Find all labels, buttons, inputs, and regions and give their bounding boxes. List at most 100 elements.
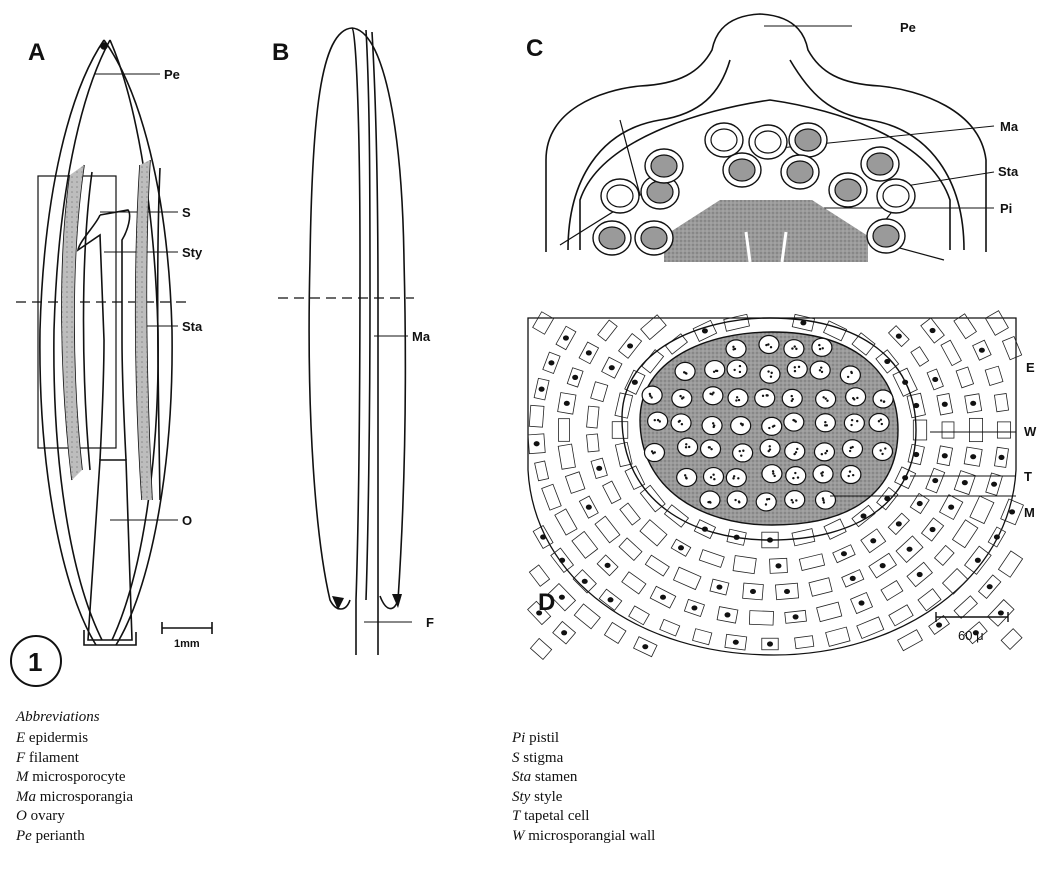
scale-bar-a: 1mm xyxy=(174,638,200,650)
chromatin-dot xyxy=(880,399,882,401)
chromatin-dot xyxy=(742,450,744,452)
panel-c-letter: C xyxy=(526,35,543,62)
nucleus xyxy=(605,563,611,568)
chromatin-dot xyxy=(654,451,656,453)
abbreviation-entry: O ovary xyxy=(16,807,65,826)
nucleus xyxy=(979,348,985,353)
microsporocyte-nucleus xyxy=(840,366,860,384)
microsporocyte-nucleus xyxy=(814,443,834,461)
abbreviation-meaning: microsporangial wall xyxy=(525,828,656,844)
abbreviation-code: Sty xyxy=(512,789,530,805)
microsporocyte-nucleus xyxy=(727,360,747,378)
abbreviations-heading: Abbreviations xyxy=(16,708,100,727)
microsporocyte-nucleus xyxy=(703,468,723,486)
chromatin-dot xyxy=(820,366,822,368)
tissue-cell xyxy=(574,604,600,629)
chromatin-dot xyxy=(819,348,821,350)
nucleus xyxy=(609,365,615,370)
nucleus xyxy=(559,558,565,563)
chromatin-dot xyxy=(682,396,684,398)
nucleus xyxy=(850,576,856,581)
abbreviation-meaning: filament xyxy=(25,750,79,766)
chromatin-dot xyxy=(742,423,744,425)
microsporocyte-nucleus xyxy=(844,414,864,432)
abbreviation-code: M xyxy=(16,769,29,785)
microsporocyte-nucleus xyxy=(784,340,804,358)
nucleus xyxy=(540,534,546,539)
abbreviation-entry: Pi pistil xyxy=(512,729,559,748)
label-pi: Pi xyxy=(1000,201,1012,216)
label-m: M xyxy=(1024,505,1035,520)
chromatin-dot xyxy=(710,448,712,450)
sporangium-core xyxy=(787,161,813,183)
nucleus xyxy=(859,600,865,605)
abbreviation-meaning: style xyxy=(530,789,562,805)
panel-a-letter: A xyxy=(28,39,45,66)
chromatin-dot xyxy=(851,419,853,421)
sporangium-core xyxy=(795,129,821,151)
nucleus xyxy=(767,641,773,646)
microsporocyte-nucleus xyxy=(873,390,893,408)
nucleus xyxy=(998,610,1004,615)
chromatin-dot xyxy=(884,447,886,449)
chromatin-dot xyxy=(879,449,881,451)
nucleus xyxy=(970,401,976,406)
tissue-cell xyxy=(954,596,977,619)
chromatin-dot xyxy=(853,398,855,400)
microsporocyte-nucleus xyxy=(812,338,832,356)
nucleus xyxy=(660,595,666,600)
microsporocyte-nucleus xyxy=(678,438,698,456)
abbreviation-meaning: pistil xyxy=(525,730,559,746)
nucleus xyxy=(642,644,648,649)
abbreviation-entry: S stigma xyxy=(512,749,563,768)
label-o: O xyxy=(182,513,192,528)
abbreviation-code: W xyxy=(512,828,525,844)
panel-b-stamen xyxy=(278,28,414,655)
microsporocyte-nucleus xyxy=(703,387,723,405)
chromatin-dot xyxy=(881,423,883,425)
chromatin-dot xyxy=(848,475,850,477)
chromatin-dot xyxy=(678,421,680,423)
nucleus xyxy=(563,335,569,340)
chromatin-dot xyxy=(688,446,690,448)
chromatin-dot xyxy=(737,477,739,479)
nucleus xyxy=(942,453,948,458)
sporangium-core xyxy=(599,227,625,249)
label-sta-c: Sta xyxy=(998,164,1019,179)
chromatin-dot xyxy=(684,474,686,476)
nucleus xyxy=(994,534,1000,539)
chromatin-dot xyxy=(795,499,797,501)
label-t: T xyxy=(1024,469,1032,484)
chromatin-dot xyxy=(735,399,737,401)
microsporocyte-nucleus xyxy=(760,365,780,383)
chromatin-dot xyxy=(792,501,794,503)
nucleus xyxy=(564,401,570,406)
chromatin-dot xyxy=(732,346,734,348)
nucleus xyxy=(1009,509,1015,514)
chromatin-dot xyxy=(685,446,687,448)
microsporocyte-nucleus xyxy=(733,444,753,462)
nucleus xyxy=(632,380,638,385)
abbreviation-code: Pi xyxy=(512,730,525,746)
nucleus xyxy=(775,563,781,568)
chromatin-dot xyxy=(819,369,821,371)
chromatin-dot xyxy=(825,397,827,399)
abbreviation-entry: T tapetal cell xyxy=(512,807,589,826)
chromatin-dot xyxy=(878,420,880,422)
chromatin-dot xyxy=(767,370,769,372)
sporangium-core xyxy=(729,159,755,181)
abbreviation-code: Ma xyxy=(16,789,36,805)
chromatin-dot xyxy=(824,421,826,423)
abbreviation-entry: F filament xyxy=(16,749,79,768)
chromatin-dot xyxy=(883,400,885,402)
nucleus xyxy=(586,505,592,510)
chromatin-dot xyxy=(794,345,796,347)
chromatin-dot xyxy=(796,448,798,450)
chromatin-dot xyxy=(713,478,715,480)
nucleus xyxy=(586,350,592,355)
microsporocyte-nucleus xyxy=(762,417,782,435)
nucleus xyxy=(608,597,614,602)
chromatin-dot xyxy=(822,347,824,349)
panel-a-flower xyxy=(16,40,212,645)
microsporocyte-nucleus xyxy=(700,491,720,509)
